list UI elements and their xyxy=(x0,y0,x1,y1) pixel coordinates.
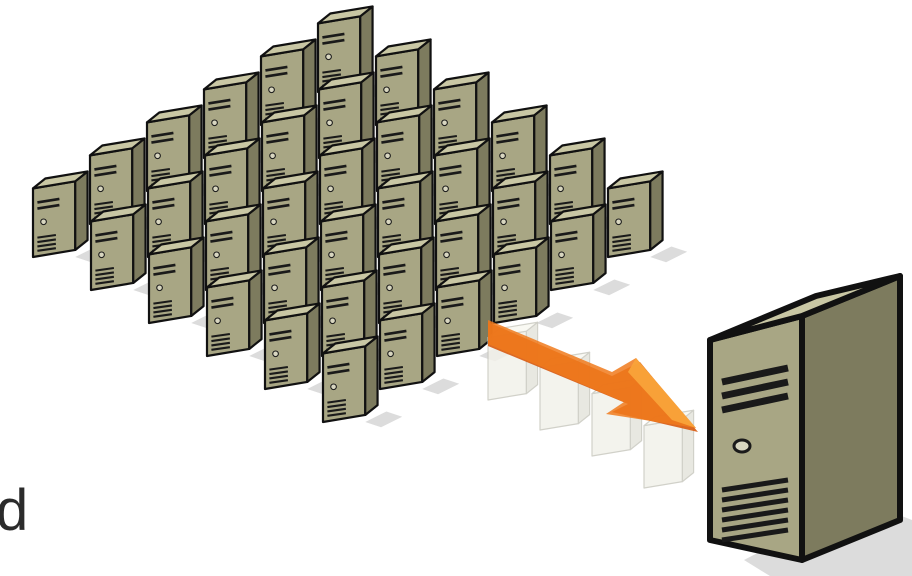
cropped-caption-text: d xyxy=(0,478,29,543)
arrow-body xyxy=(488,320,696,428)
target-top xyxy=(707,273,903,343)
drive-bay xyxy=(721,364,789,386)
tower-server-icon xyxy=(88,137,170,230)
tower-server-icon xyxy=(89,203,171,296)
tower-server-icon xyxy=(321,335,403,428)
vent-slot xyxy=(721,487,789,503)
tower-server-icon xyxy=(492,236,574,329)
vent-slot xyxy=(721,527,789,543)
tower-server-icon xyxy=(549,203,631,296)
arrow-head-highlight xyxy=(628,358,696,428)
vent-slot xyxy=(721,517,789,533)
server-farm xyxy=(31,5,688,428)
target-side xyxy=(799,273,903,563)
drive-bay xyxy=(721,378,789,400)
tower-server-icon xyxy=(31,170,113,263)
tower-server-icon xyxy=(259,38,341,131)
vent-slot xyxy=(721,477,789,493)
large-server-icon xyxy=(707,273,912,576)
tower-server-icon xyxy=(378,302,460,395)
vent-slot xyxy=(721,507,789,523)
drive-bay xyxy=(721,392,789,414)
power-button-icon xyxy=(732,438,752,454)
tower-server-icon xyxy=(147,236,229,329)
tower-server-icon xyxy=(377,236,459,329)
tower-server-icon xyxy=(606,170,688,263)
migration-arrow-icon xyxy=(488,320,698,432)
vent-slot xyxy=(721,497,789,513)
tower-server-icon xyxy=(260,104,342,197)
